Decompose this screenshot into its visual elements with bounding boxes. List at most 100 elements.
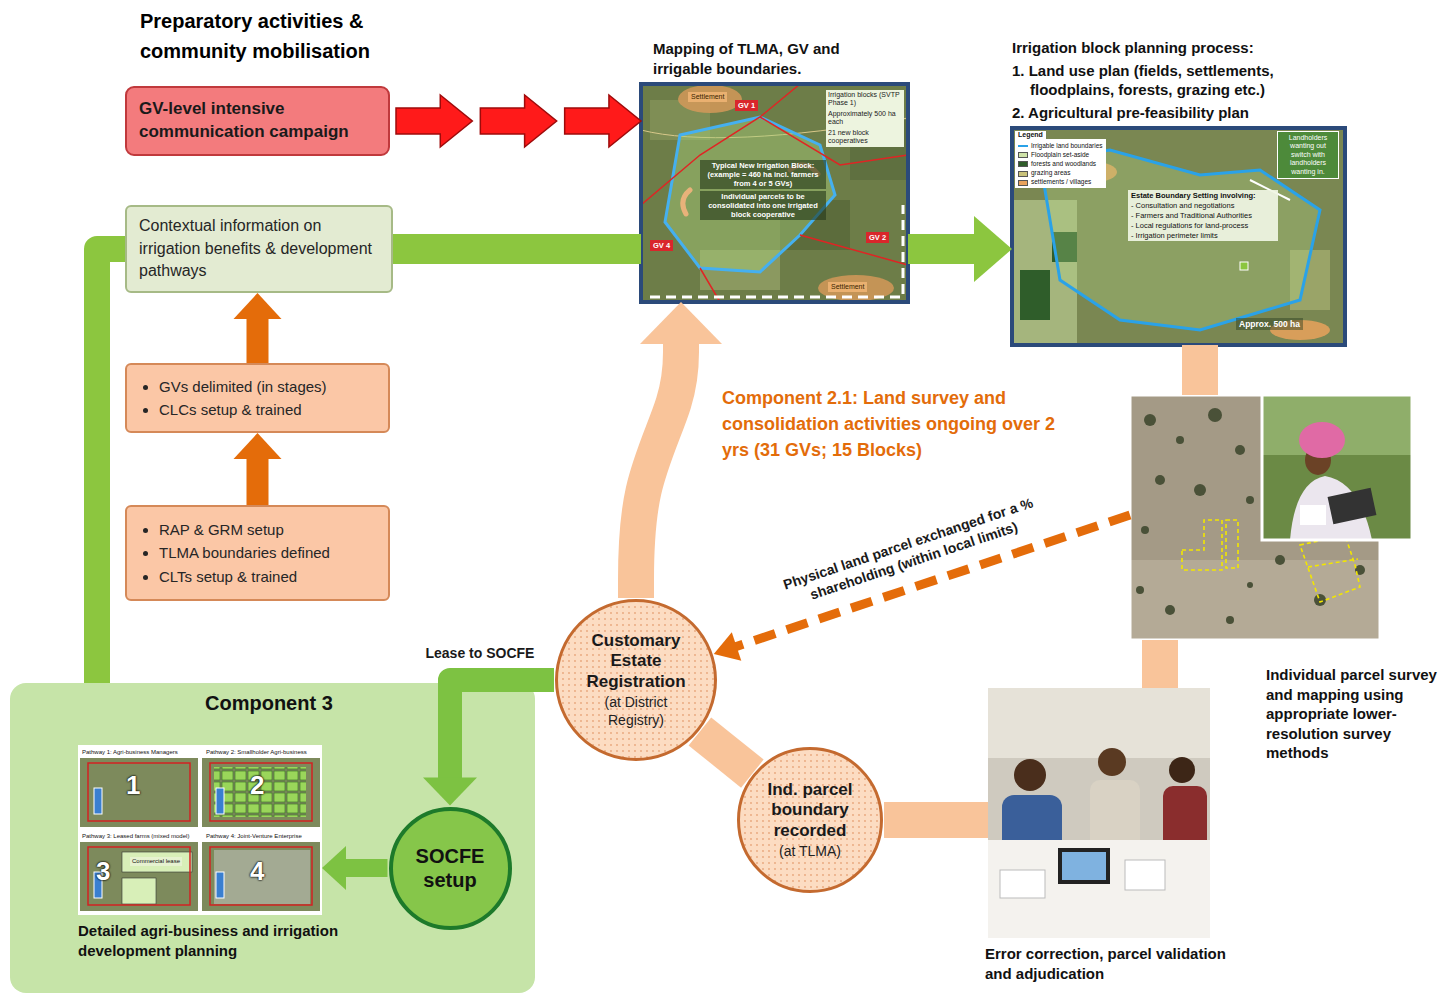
circle-text: (at District Registry) [580,694,692,729]
connector-line [345,859,388,877]
connector-label: Physical land parcel exchanged for a % s… [749,483,1074,622]
pathway-maps [94,788,102,814]
circle-text: (at TLMA) [758,843,863,861]
legend-swatch [1018,161,1028,167]
box-text: GV-level intensive communication campaig… [139,98,376,144]
legend-row: forests and woodlands [1018,159,1103,168]
caption-text: 2. Agricultural pre-feasibility plan [1012,103,1347,123]
legend-text: grazing areas [1031,169,1070,176]
flow-connector [1160,640,1161,688]
meeting-photo [988,688,1210,758]
meeting-photo [988,688,1210,938]
pathway-maps [88,763,190,821]
block-arrow [565,95,641,147]
connector-line [247,318,269,363]
pathway-maps [78,745,322,915]
arrow-head [322,846,346,890]
pathway-title: Pathway 2: Smallholder Agri-business [204,748,320,757]
pathway-title: Pathway 3: Leased farms (mixed model) [80,832,196,841]
flow-connector [234,433,282,505]
aerial-map [641,84,908,302]
area-note: Approx. 500 ha [1236,318,1303,330]
process-circle: Ind. parcel boundary recorded (at TLMA) [736,746,884,894]
pathway-maps [202,831,320,911]
map-note: - Local regulations for land-process [1128,221,1278,231]
pathway-maps [216,788,224,814]
connector-line [393,234,641,264]
meeting-photo [1014,759,1046,791]
flow-connector [396,95,641,147]
pathway-maps [122,878,156,904]
satellite-photo [1247,582,1253,588]
caption-block: Individual parcel survey and mapping usi… [1266,665,1442,763]
connector-line [700,731,752,773]
surveyor-photo [1300,505,1326,525]
connector-line [450,680,554,779]
caption-text: Error correction, parcel validation and … [985,944,1240,983]
pathway-title: Pathway 1: Agri-business Managers [80,748,196,757]
caption-text: Individual parcel survey and mapping usi… [1266,665,1442,763]
satellite-photo [1176,436,1184,444]
bullet-item: TLMA boundaries defined [159,541,376,564]
satellite-photo [1226,616,1234,624]
surveyor-photo [1262,395,1412,540]
callout-number: 4 [250,858,264,884]
satellite-photo [1235,445,1245,455]
bullet-box: GVs delimited (in stages)CLCs setup & tr… [125,363,390,433]
map-note: Individual parcels to be consolidated in… [700,191,826,220]
map-frame [1012,128,1345,345]
satellite-photo [1144,414,1156,426]
process-box: Contextual information on irrigation ben… [125,205,393,293]
map-note: Typical New Irrigation Block: (example =… [700,160,826,189]
circle-text-block: Ind. parcel boundary recorded (at TLMA) [758,780,863,861]
photo-frame [1262,395,1412,540]
callout-number: 2 [250,772,264,798]
meeting-photo [1058,848,1110,884]
satellite-photo [1275,555,1285,565]
flow-connector [884,820,988,821]
map-note: Approximately 500 ha each [826,109,904,128]
connector-line [247,458,269,505]
pathway-maps [210,847,312,905]
legend-row: Floodplain set-aside [1018,150,1103,159]
process-circle: SOCFE setup [388,806,513,931]
pathway-maps [80,831,198,911]
block-arrow [396,95,472,147]
satellite-photo [1130,560,1380,640]
flow-connector [322,846,388,890]
connector-line [1182,345,1218,395]
arrow-head [974,216,1012,282]
satellite-photo [1208,408,1222,422]
legend-row: grazing areas [1018,168,1103,177]
surveyor-photo [1299,422,1345,458]
planning-map [1012,128,1345,345]
callout-number: 3 [96,858,110,884]
flow-connector [700,731,752,773]
caption-text: Detailed agri-business and irrigation de… [78,921,378,960]
meeting-photo [988,840,1210,938]
pathway-maps [80,747,198,827]
aerial-map [641,84,908,302]
connector-line [908,234,975,264]
connector-label: Lease to SOCFE [426,644,535,662]
gv-tag: GV 4 [650,240,673,251]
map-note: Landholders wanting out switch with land… [1277,131,1339,179]
meeting-photo [1169,757,1195,783]
satellite-photo [1246,496,1254,504]
photo-panel: Individual parcel survey and mapping usi… [1130,395,1415,640]
pathway-maps [88,847,190,905]
circle-text: Ind. parcel boundary recorded [758,780,863,841]
circle-text: SOCFE setup [402,844,499,892]
surveyor-photo [1328,488,1377,525]
arrow-head [640,302,722,344]
meeting-photo [1062,852,1106,880]
map-note: - Irrigation perimeter limits [1128,231,1278,241]
section-heading: Preparatory activities & community mobil… [140,6,430,66]
satellite-photo [1136,586,1144,594]
flow-connector [97,249,125,683]
pathway-maps [80,831,198,842]
satellite-photo [1194,484,1206,496]
satellite-photo [1165,605,1175,615]
meeting-photo [1125,860,1165,890]
